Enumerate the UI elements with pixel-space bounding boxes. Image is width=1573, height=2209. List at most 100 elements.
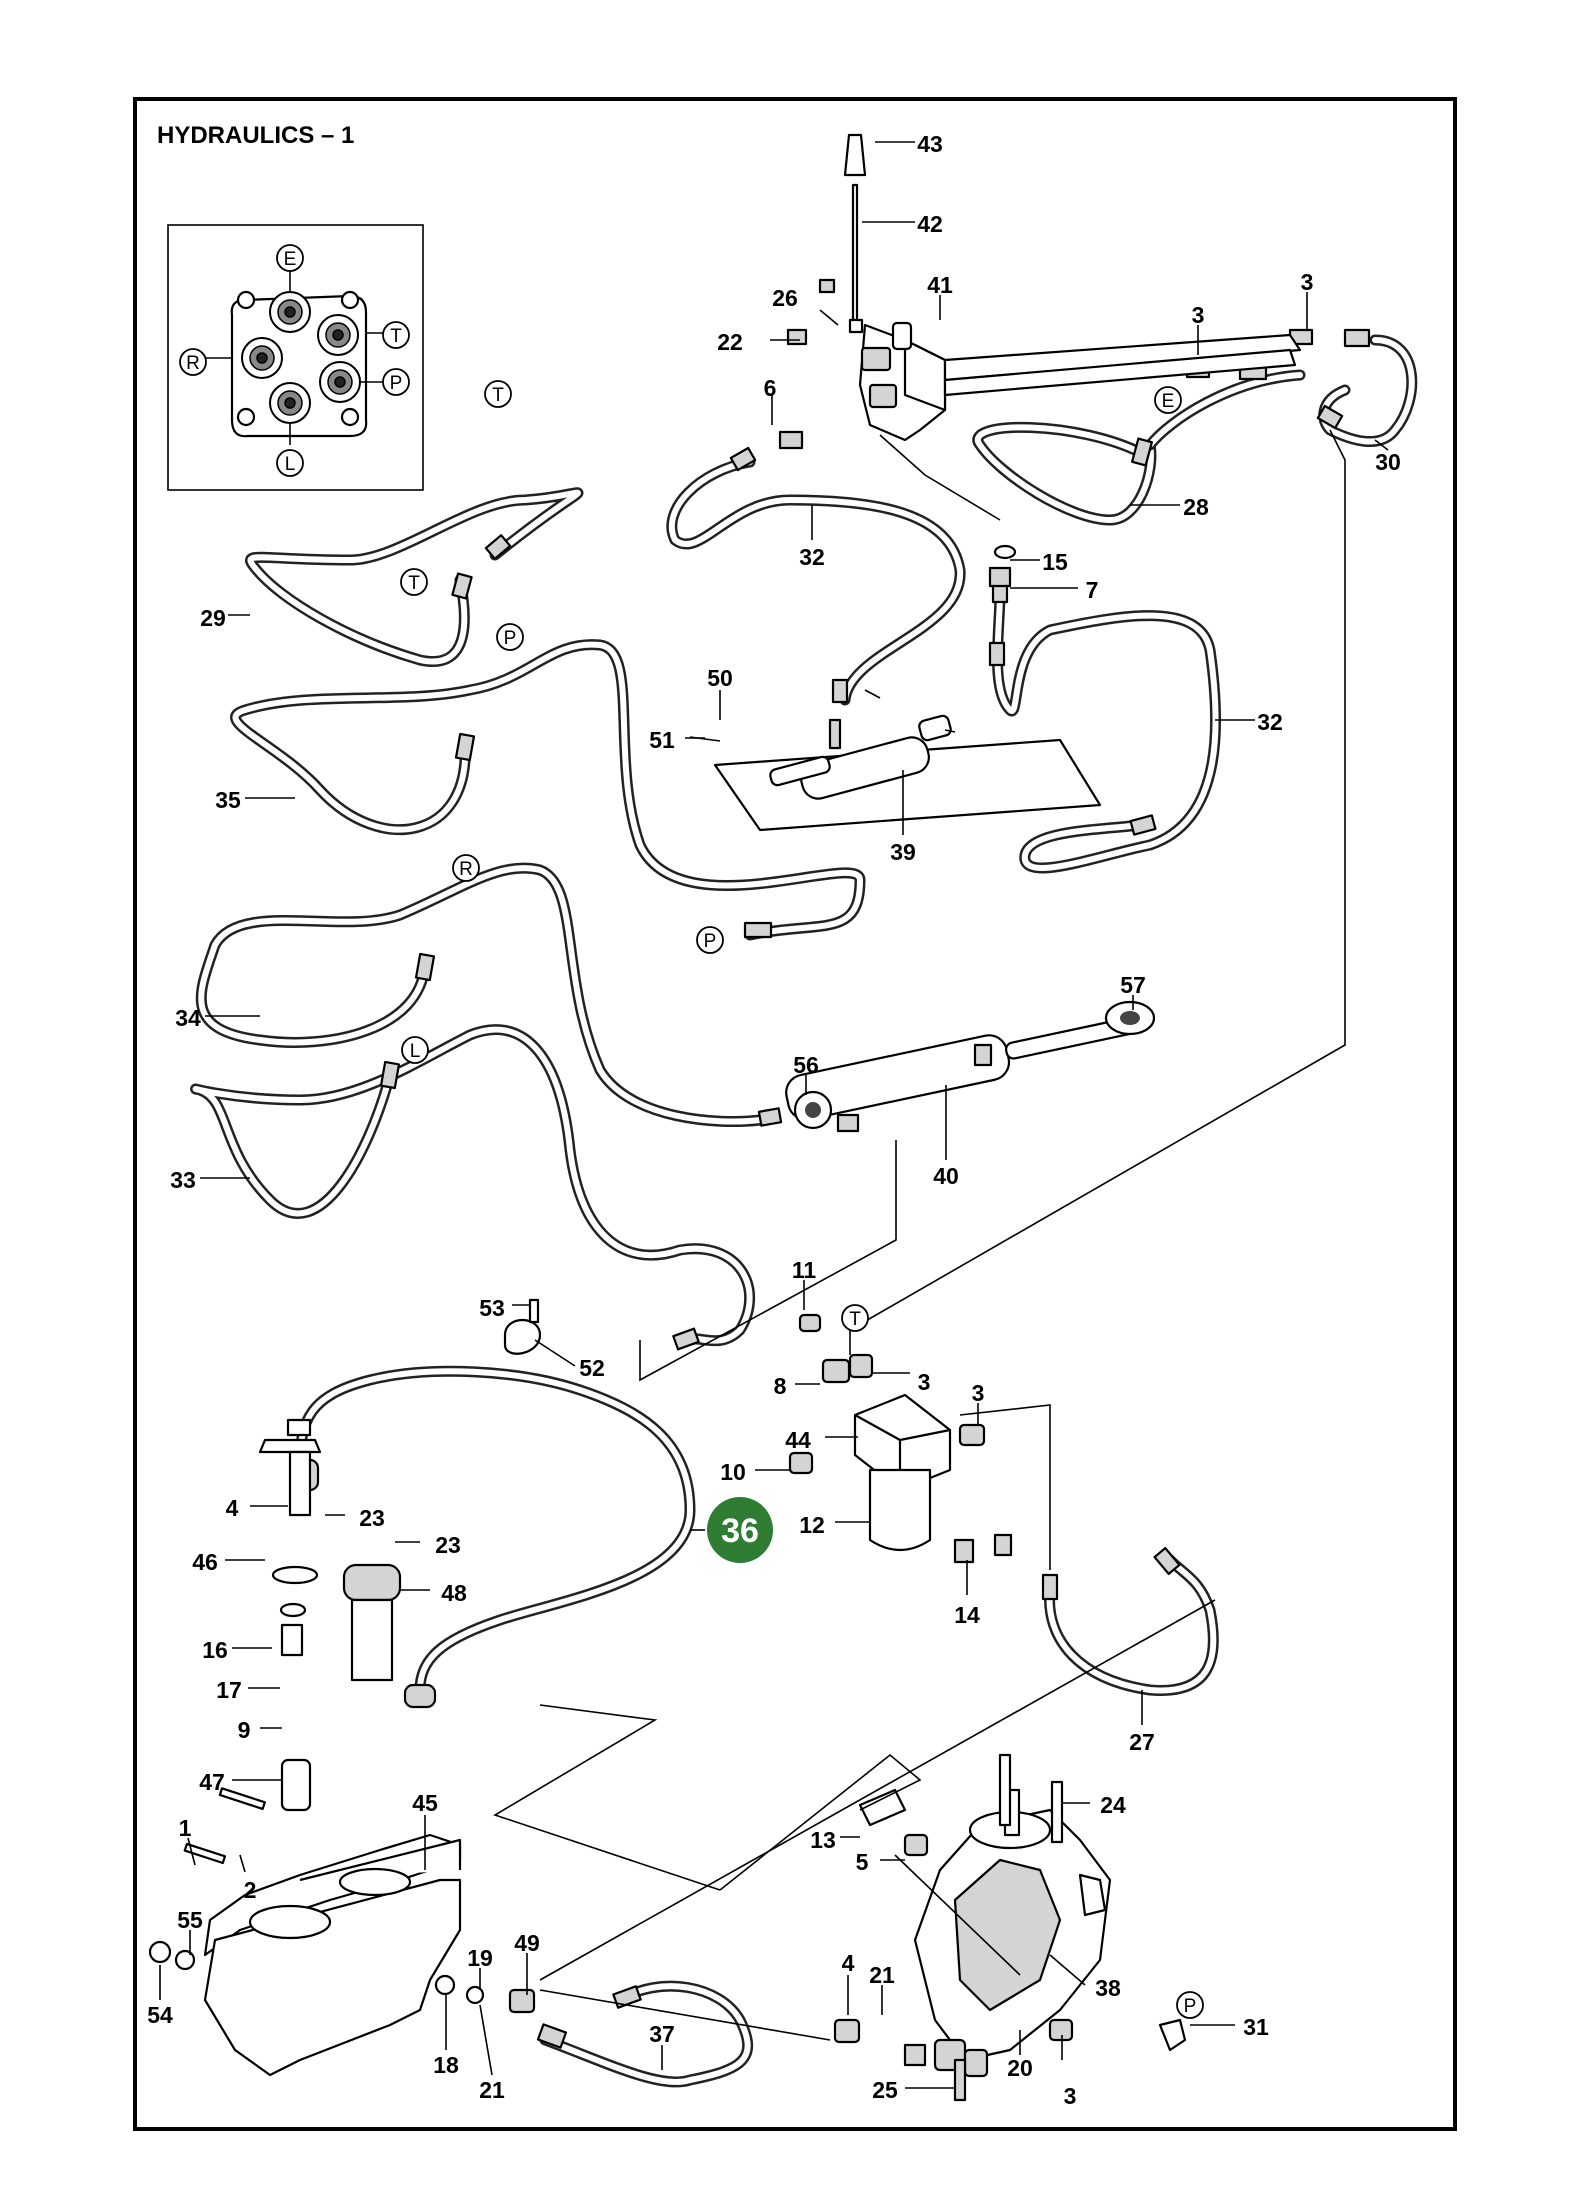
callout-number: 17 (216, 1677, 242, 1703)
callout-number: 30 (1375, 449, 1401, 475)
callout-20: 20 (1007, 2030, 1033, 2081)
port-marker-t: T (382, 321, 410, 349)
highlight-badge-circle[interactable] (707, 1497, 773, 1563)
callout-number: 51 (649, 727, 675, 753)
callout-13: 13 (810, 1827, 860, 1853)
callout-number: 1 (179, 1815, 192, 1841)
hose-fittings (294, 328, 1371, 2049)
callout-54: 54 (147, 1965, 173, 2028)
svg-text:T: T (849, 1309, 861, 1330)
callout-2: 2 (239, 1854, 257, 1903)
callout-37: 37 (649, 2021, 675, 2070)
callout-26: 26 (772, 285, 839, 326)
callout-55: 55 (177, 1907, 203, 1955)
callout-number: 37 (649, 2021, 675, 2047)
svg-text:T: T (492, 385, 504, 406)
callout-number: 3 (918, 1369, 931, 1395)
cylinder-39 (689, 689, 1102, 832)
callout-32: 32 (799, 505, 825, 570)
callout-number: 3 (972, 1380, 985, 1406)
callout-number: 3 (1064, 2083, 1077, 2109)
callout-23-2: 23 (395, 1532, 461, 1558)
callout-number: 38 (1095, 1975, 1121, 2001)
port-marker-t: T (484, 380, 512, 408)
callout-number: 3 (1192, 302, 1205, 328)
callout-number: 12 (799, 1512, 825, 1538)
svg-text:E: E (284, 249, 297, 270)
callout-number: 19 (467, 1945, 493, 1971)
svg-text:R: R (186, 353, 200, 374)
callout-10: 10 (720, 1459, 790, 1485)
callout-9: 9 (238, 1717, 282, 1743)
callout-27: 27 (1129, 1690, 1155, 1755)
callout-number: 44 (785, 1427, 811, 1453)
hose-lines (190, 334, 1418, 2088)
callout-29: 29 (200, 605, 250, 631)
callout-number: 4 (226, 1495, 239, 1521)
callout-number: 24 (1100, 1792, 1126, 1818)
callout-3: 3 (1192, 302, 1205, 355)
port-marker-r: R (179, 348, 207, 376)
callout-number: 23 (359, 1505, 385, 1531)
callout-3-2: 3 (1301, 269, 1313, 330)
svg-text:T: T (408, 573, 420, 594)
callout-number: 39 (890, 839, 916, 865)
valve-fittings (778, 278, 1017, 588)
callout-number: 15 (1042, 549, 1068, 575)
callout-number: 13 (810, 1827, 836, 1853)
svg-text:P: P (1184, 1996, 1197, 2017)
callout-number: 47 (199, 1769, 225, 1795)
hydraulic-tank (148, 1418, 536, 2077)
callout-16: 16 (202, 1637, 272, 1663)
flow-divider (788, 1313, 1013, 1564)
svg-text:P: P (504, 628, 517, 649)
svg-text:R: R (459, 859, 473, 880)
callout-number: 4 (842, 1950, 855, 1976)
callout-44: 44 (785, 1427, 858, 1453)
callout-number: 45 (412, 1790, 438, 1816)
callout-21: 21 (869, 1962, 895, 2015)
callout-number: 43 (917, 131, 943, 157)
callout-number: 5 (856, 1849, 869, 1875)
callout-42: 42 (862, 211, 943, 237)
callout-57: 57 (1120, 972, 1146, 1010)
callout-number: 22 (717, 329, 743, 355)
callout-50: 50 (707, 665, 733, 720)
callout-8: 8 (774, 1373, 820, 1399)
callout-28: 28 (1130, 494, 1209, 520)
port-layout-inset (167, 224, 424, 491)
callout-34: 34 (175, 1005, 260, 1031)
svg-text:P: P (704, 931, 717, 952)
callout-number: 27 (1129, 1729, 1155, 1755)
highlight-badge-label[interactable]: 36 (721, 1512, 759, 1550)
callout-39: 39 (890, 770, 916, 865)
callout-number: 34 (175, 1005, 201, 1031)
port-marker-t: T (841, 1304, 869, 1332)
callout-number: 9 (238, 1717, 251, 1743)
callout-1: 1 (179, 1815, 196, 1866)
callout-4: 4 (226, 1495, 288, 1521)
callout-number: 23 (435, 1532, 461, 1558)
callout-number: 2 (244, 1877, 257, 1903)
callout-52: 52 (534, 1339, 605, 1381)
callout-number: 32 (799, 544, 825, 570)
diagram-title: HYDRAULICS – 1 (157, 122, 354, 149)
callout-number: 31 (1243, 2014, 1269, 2040)
callout-number: 46 (192, 1549, 218, 1575)
callout-number: 10 (720, 1459, 746, 1485)
port-marker-p: P (496, 623, 524, 651)
callout-number: 42 (917, 211, 943, 237)
callout-number: 28 (1183, 494, 1209, 520)
callout-number: 48 (441, 1580, 467, 1606)
callout-11: 11 (792, 1257, 816, 1310)
callout-45: 45 (412, 1790, 438, 1870)
highlighted-part-badge[interactable]: 36 (690, 1497, 773, 1563)
svg-text:L: L (410, 1041, 421, 1062)
callout-17: 17 (216, 1677, 280, 1703)
callout-number: 8 (774, 1373, 787, 1399)
callout-18: 18 (433, 1995, 459, 2078)
callout-30: 30 (1374, 439, 1401, 475)
callout-35: 35 (215, 787, 295, 813)
callout-5: 5 (856, 1849, 905, 1875)
